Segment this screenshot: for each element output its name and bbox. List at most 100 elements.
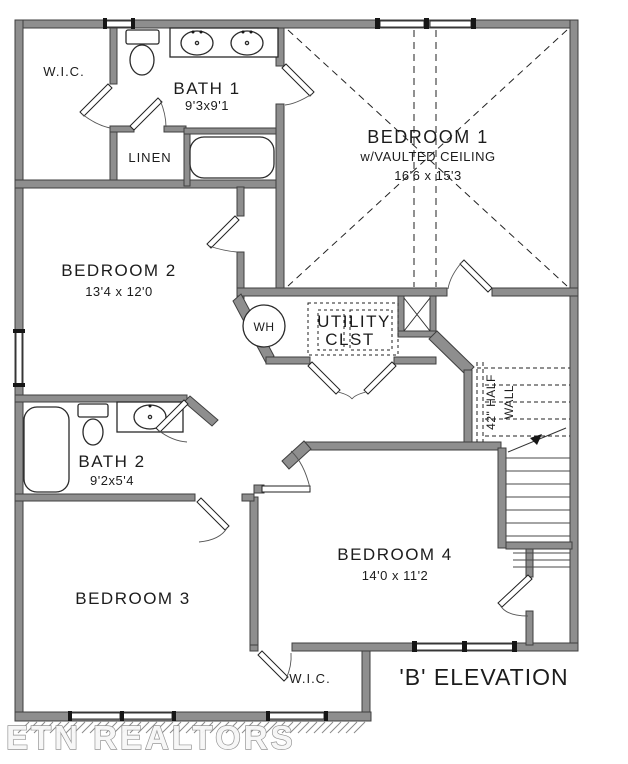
utility-label-line2: CLST xyxy=(325,330,374,349)
labels: W.I.C. BATH 1 9'3x9'1 LINEN BEDROOM 1 w/… xyxy=(5,64,567,757)
utility-door-right-leaf xyxy=(363,361,397,395)
utility-closet-outline xyxy=(307,302,399,356)
hatch-line xyxy=(321,721,334,734)
bedroom2-dims: 13'4 x 12'0 xyxy=(85,284,153,299)
hatch-line xyxy=(145,721,158,734)
bath2-drain xyxy=(147,414,153,420)
bath1-faucet-right2 xyxy=(249,30,253,34)
hatch-line xyxy=(233,721,246,734)
bedroom1-label: BEDROOM 1 xyxy=(367,127,489,147)
stair-direction-arrowhead xyxy=(530,434,542,445)
bath1-faucet-left2 xyxy=(199,30,203,34)
window-top-double-b xyxy=(429,20,472,28)
bedroom4-door-arc xyxy=(290,450,311,489)
hatch-line xyxy=(105,721,118,734)
bedroom4-dims: 14'0 x 11'2 xyxy=(362,568,429,583)
window-cap xyxy=(375,18,380,29)
dashed-lines xyxy=(287,29,568,356)
wic-top-label: W.I.C. xyxy=(43,64,84,79)
utility-appliance-right xyxy=(349,309,393,351)
bedroom1-entry-door-leaf xyxy=(281,63,315,97)
hatch-line xyxy=(33,721,46,734)
wall-utility-left-stub xyxy=(265,356,311,365)
wall-bedroom4-top xyxy=(304,441,502,451)
bath2-label: BATH 2 xyxy=(78,452,145,471)
hatch-line xyxy=(49,721,62,734)
fixtures xyxy=(23,27,286,493)
linen-door-leaf xyxy=(129,97,163,131)
window-cap xyxy=(172,711,176,721)
wall-chase-right xyxy=(429,295,437,337)
wall-bedroom1-left-lower xyxy=(275,103,285,289)
hatch-line xyxy=(65,721,78,734)
wall-tub-top xyxy=(183,127,285,135)
hatch-line xyxy=(129,721,142,734)
window-top-single xyxy=(104,20,134,28)
window-cap xyxy=(266,711,270,721)
hatch-line xyxy=(201,721,214,734)
hatch-line xyxy=(225,721,238,734)
hatch-line xyxy=(273,721,286,734)
bath1-faucet-left xyxy=(191,30,195,34)
bedroom1-hall-door-arc xyxy=(447,261,463,290)
bath2-dims: 9'2x5'4 xyxy=(90,473,134,488)
walls xyxy=(14,19,579,722)
hatch-line xyxy=(25,721,38,734)
window-cap xyxy=(324,711,328,721)
bedroom1-entry-door-arc xyxy=(284,93,313,106)
hatch-line xyxy=(169,721,182,734)
bedroom1-vault-diagonal-a xyxy=(287,29,568,287)
hatch-line xyxy=(193,721,206,734)
bath2-toilet-tank xyxy=(77,403,109,418)
window-cap xyxy=(512,641,517,652)
wall-wic-bottom-right xyxy=(361,650,371,713)
hatch-line xyxy=(337,721,350,734)
bedroom3-label: BEDROOM 3 xyxy=(75,589,191,608)
hatch-line xyxy=(185,721,198,734)
bedroom1-hall-door-leaf xyxy=(459,259,493,293)
stairs xyxy=(476,362,570,568)
wall-stair-closet-top xyxy=(505,541,573,550)
wall-stair-upper-left xyxy=(463,369,473,449)
wall-chase-bottom xyxy=(397,330,437,338)
bedroom2-label: BEDROOM 2 xyxy=(61,261,177,280)
window-cap xyxy=(412,641,417,652)
doors xyxy=(79,63,533,682)
hatch-line xyxy=(153,721,166,734)
wall-exterior-right xyxy=(569,19,579,652)
hatch-line xyxy=(89,721,102,734)
hatch-line xyxy=(281,721,294,734)
watermark: ETN REALTORS xyxy=(6,719,296,756)
hatch-line xyxy=(137,721,150,734)
bath2-faucet xyxy=(148,404,152,408)
wall-bath2-door-jamb xyxy=(183,395,219,427)
wic-top-door-leaf xyxy=(79,83,113,117)
linen-door-arc xyxy=(159,99,167,128)
utility-door-left-leaf xyxy=(307,361,341,395)
wall-wic-top-right-lower xyxy=(109,125,118,188)
wall-linen-top-right xyxy=(163,125,187,133)
bedroom2-closet-door-leaf xyxy=(206,215,240,249)
hatch-line xyxy=(57,721,70,734)
hatch-line xyxy=(353,721,366,734)
hatch-line xyxy=(345,721,358,734)
utility-label-line1: UTILITY xyxy=(317,312,391,331)
window-cap xyxy=(68,711,72,721)
wall-stair-closet-stub-lower xyxy=(525,610,534,646)
water-heater-label: WH xyxy=(254,320,275,334)
hatch-line xyxy=(217,721,230,734)
wall-linen-right xyxy=(183,127,191,187)
wall-exterior-bottom xyxy=(14,711,372,722)
hatch-line xyxy=(177,721,190,734)
hatch-line xyxy=(161,721,174,734)
wall-chase-left xyxy=(397,295,405,337)
windows xyxy=(13,18,517,721)
bath1-toilet-bowl xyxy=(129,44,155,76)
wall-mid-left xyxy=(236,287,448,297)
window-cap xyxy=(120,711,124,721)
hatch-line xyxy=(113,721,126,734)
window-bedroom4-bottom-a xyxy=(414,643,464,651)
hatch-line xyxy=(249,721,262,734)
wall-bedroom4-chamfer xyxy=(281,440,312,470)
